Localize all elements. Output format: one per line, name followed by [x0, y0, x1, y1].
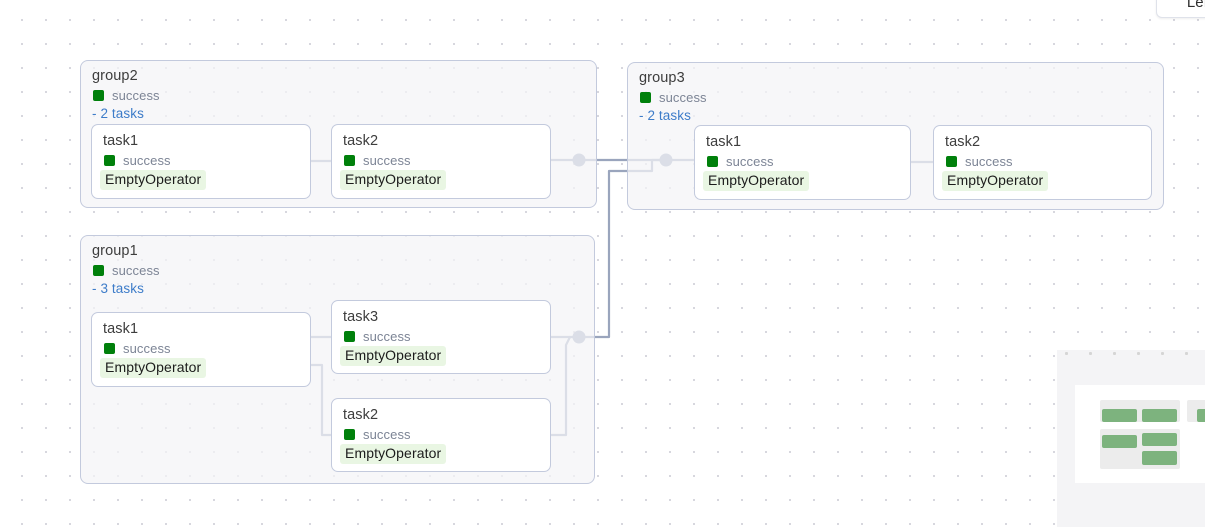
minimap-node	[1197, 409, 1205, 422]
minimap-grid-dot	[1089, 352, 1092, 355]
task-node-group2-task2[interactable]: task2 success EmptyOperator	[331, 124, 551, 199]
task-node-operator: EmptyOperator	[340, 444, 447, 464]
task-node-operator: EmptyOperator	[340, 170, 447, 190]
minimap-node	[1142, 409, 1177, 422]
task-node-state: success	[945, 153, 1143, 169]
status-square-icon	[344, 428, 355, 440]
task-node-group1-task1[interactable]: task1 success EmptyOperator	[91, 312, 311, 387]
task-node-content: task2 success EmptyOperator	[340, 132, 542, 190]
status-square-icon	[93, 89, 104, 101]
task-node-operator: EmptyOperator	[100, 170, 207, 190]
task-node-state: success	[103, 152, 302, 168]
task-group-title: group2	[92, 68, 138, 84]
task-node-state: success	[343, 328, 542, 344]
task-node-title: task2	[343, 407, 379, 423]
task-node-operator: EmptyOperator	[100, 358, 207, 378]
task-node-state-label: success	[726, 153, 774, 169]
task-group-task-count[interactable]: - 3 tasks	[92, 281, 144, 296]
task-node-state-label: success	[123, 340, 171, 356]
task-node-title: task1	[103, 321, 139, 337]
task-node-state-label: success	[965, 153, 1013, 169]
status-square-icon	[707, 155, 718, 167]
minimap-grid-dot	[1185, 352, 1188, 355]
status-square-icon	[104, 154, 115, 166]
task-node-content: task2 success EmptyOperator	[942, 133, 1143, 191]
layout-direction-button[interactable]: Left -	[1156, 0, 1205, 18]
task-node-operator: EmptyOperator	[340, 346, 447, 366]
minimap-grid-dot	[1065, 352, 1068, 355]
minimap-node	[1102, 435, 1137, 448]
task-node-title: task2	[343, 133, 379, 149]
minimap-node	[1142, 451, 1177, 465]
task-node-state-label: success	[123, 152, 171, 168]
task-group-state-label: success	[659, 89, 707, 105]
minimap-node	[1142, 433, 1177, 446]
task-node-group3-task1[interactable]: task1 success EmptyOperator	[694, 125, 911, 200]
task-node-state: success	[343, 152, 542, 168]
minimap-grid-dot	[1113, 352, 1116, 355]
task-node-title: task2	[945, 134, 981, 150]
task-node-title: task3	[343, 309, 379, 325]
minimap-node	[1102, 409, 1137, 422]
task-node-content: task1 success EmptyOperator	[100, 320, 302, 378]
task-node-group1-task2[interactable]: task2 success EmptyOperator	[331, 398, 551, 472]
status-square-icon	[946, 155, 957, 167]
layout-direction-label: Left -	[1186, 0, 1205, 11]
task-group-title: group1	[92, 243, 138, 259]
status-square-icon	[640, 91, 651, 103]
task-node-operator: EmptyOperator	[703, 171, 810, 191]
task-group-group1-header: group1 success - 3 tasks	[92, 242, 583, 297]
minimap-viewport[interactable]	[1075, 385, 1205, 483]
status-square-icon	[344, 330, 355, 342]
task-node-content: task3 success EmptyOperator	[340, 308, 542, 366]
task-group-state-label: success	[112, 262, 160, 278]
minimap-panel[interactable]	[1057, 350, 1205, 527]
task-node-group1-task3[interactable]: task3 success EmptyOperator	[331, 300, 551, 374]
minimap-grid-dot	[1137, 352, 1140, 355]
task-node-state: success	[343, 426, 542, 442]
task-node-state-label: success	[363, 426, 411, 442]
task-group-group2-header: group2 success - 2 tasks	[92, 67, 585, 122]
task-group-state: success	[639, 89, 1152, 105]
task-node-state-label: success	[363, 152, 411, 168]
task-group-task-count[interactable]: - 2 tasks	[92, 106, 144, 121]
task-node-title: task1	[103, 133, 139, 149]
task-group-state-label: success	[112, 87, 160, 103]
minimap-grid-dot	[1161, 352, 1164, 355]
task-group-task-count[interactable]: - 2 tasks	[639, 108, 691, 123]
task-group-state: success	[92, 87, 585, 103]
task-node-state: success	[706, 153, 902, 169]
task-node-content: task1 success EmptyOperator	[703, 133, 902, 191]
task-node-group3-task2[interactable]: task2 success EmptyOperator	[933, 125, 1152, 200]
task-group-state: success	[92, 262, 583, 278]
task-node-state: success	[103, 340, 302, 356]
status-square-icon	[93, 264, 104, 276]
task-node-title: task1	[706, 134, 742, 150]
status-square-icon	[104, 342, 115, 354]
task-group-group3-header: group3 success - 2 tasks	[639, 69, 1152, 124]
task-node-content: task2 success EmptyOperator	[340, 406, 542, 464]
task-node-operator: EmptyOperator	[942, 171, 1049, 191]
task-node-group2-task1[interactable]: task1 success EmptyOperator	[91, 124, 311, 199]
status-square-icon	[344, 154, 355, 166]
task-group-title: group3	[639, 70, 685, 86]
task-node-state-label: success	[363, 328, 411, 344]
task-node-content: task1 success EmptyOperator	[100, 132, 302, 190]
